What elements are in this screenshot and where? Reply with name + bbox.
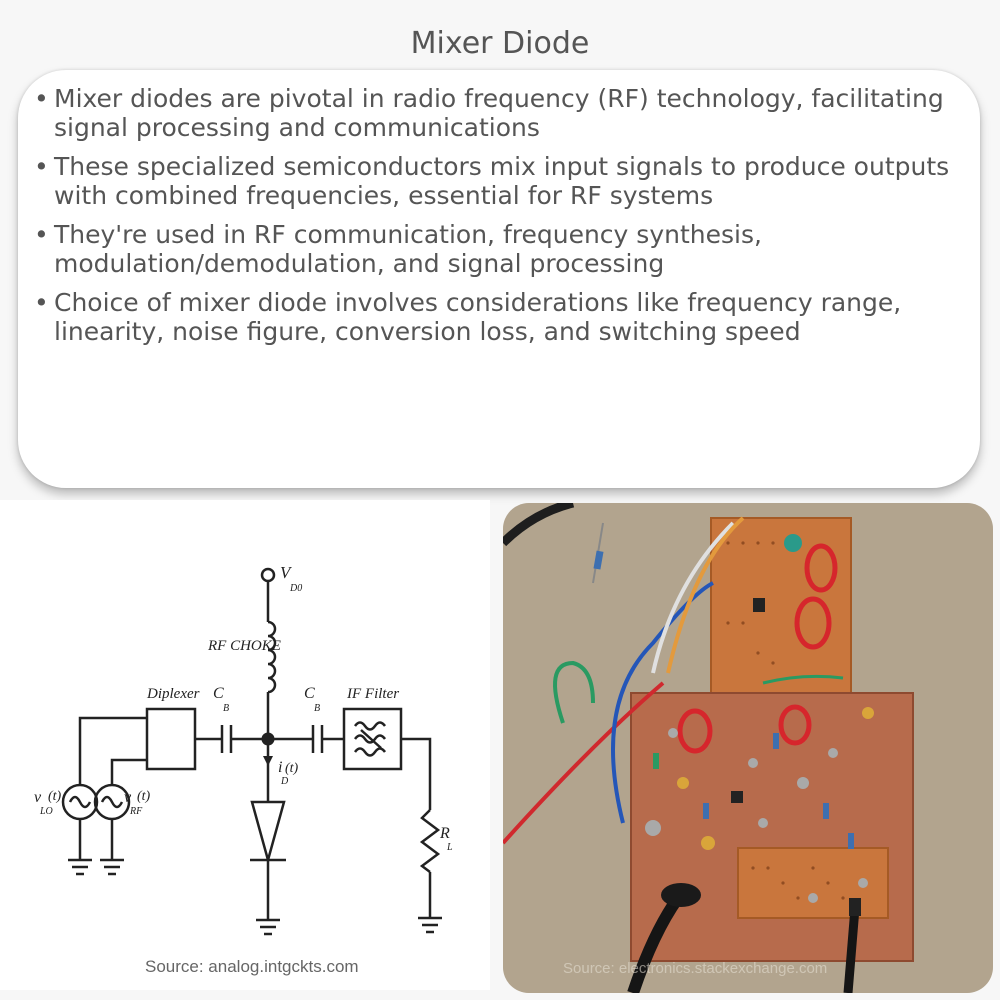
bullet-item: Choice of mixer diode involves considera… [30, 288, 970, 346]
photo-source: Source: electronics.stackexchange.com [563, 960, 827, 977]
circuit-photo: Source: electronics.stackexchange.com [503, 503, 993, 993]
vrf-subscript: RF [129, 806, 143, 817]
diode-icon [250, 800, 286, 865]
vd0-subscript: D0 [289, 583, 302, 594]
id-subscript: D [280, 776, 289, 787]
bullet-item: Mixer diodes are pivotal in radio freque… [30, 84, 970, 142]
mixer-circuit-diagram: V D0 RF CHOKE Diplexer C B C B IF Filter… [0, 500, 490, 990]
vd0-label: V [280, 563, 293, 582]
vlo-subscript: LO [39, 806, 53, 817]
vlo-t-label: (t) [48, 789, 62, 804]
cb2-subscript: B [314, 703, 320, 714]
rf-choke-label: RF CHOKE [207, 638, 281, 654]
id-label: i [278, 759, 282, 776]
cb1-label: C [213, 685, 224, 702]
vlo-label: v [34, 789, 42, 806]
load-resistor-icon [419, 809, 441, 873]
rl-label: R [439, 825, 450, 842]
if-filter-label: IF Filter [346, 686, 399, 702]
vrf-label: v [124, 789, 132, 806]
bullet-item: These specialized semiconductors mix inp… [30, 152, 970, 210]
id-t-label: (t) [285, 761, 299, 776]
cb2-label: C [304, 685, 315, 702]
bullet-list: Mixer diodes are pivotal in radio freque… [30, 84, 970, 356]
junction-node [261, 732, 275, 746]
vrf-t-label: (t) [137, 789, 151, 804]
diplexer-label: Diplexer [146, 686, 200, 702]
circuit-board-image: Source: electronics.stackexchange.com [503, 503, 993, 993]
cb1-subscript: B [223, 703, 229, 714]
bullet-item: They're used in RF communication, freque… [30, 220, 970, 278]
diagram-source: Source: analog.intgckts.com [145, 957, 359, 976]
rf-choke-icon [267, 620, 277, 694]
rl-subscript: L [446, 842, 453, 853]
page-title: Mixer Diode [410, 26, 590, 61]
current-arrow-icon [263, 756, 273, 766]
